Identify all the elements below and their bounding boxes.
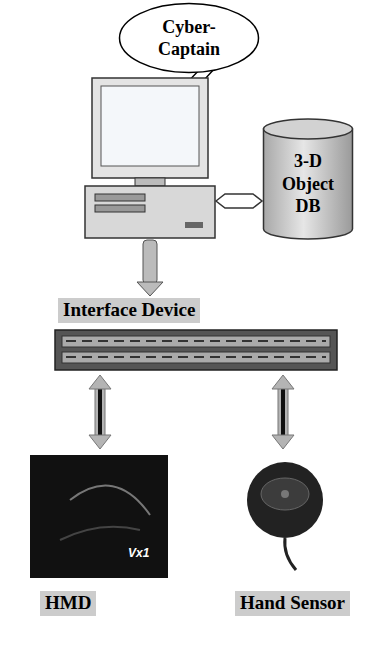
monitor-screen	[101, 86, 199, 166]
ellipse-outline	[120, 4, 259, 73]
sensor-face	[261, 478, 309, 510]
sensor-cord	[285, 538, 296, 570]
cylinder-body	[264, 129, 353, 239]
hmd-outline	[70, 486, 150, 515]
double-arrow	[272, 375, 294, 449]
hmd-outline	[60, 527, 140, 540]
hmd-photo	[30, 455, 168, 578]
drive-slot	[95, 194, 145, 201]
band-label: Interface Device	[58, 298, 200, 323]
cable	[143, 240, 157, 284]
device-node: Interface Device	[55, 296, 337, 372]
hmd-node: HMD	[28, 452, 170, 616]
pc-case	[85, 186, 215, 238]
db-link-arrow	[216, 194, 262, 208]
cloud-node: Cyber- Captain	[118, 2, 260, 74]
hand-sensor	[247, 462, 323, 538]
sensor-node: Hand Sensor	[232, 452, 350, 616]
monitor	[92, 78, 208, 178]
band-label: Hand Sensor	[235, 591, 350, 616]
monitor-stand	[135, 178, 165, 186]
brand-mark: Vx1	[128, 546, 149, 560]
ellipse-outline	[118, 2, 260, 74]
node-label: 3-D Object DB	[274, 150, 342, 218]
pc-button	[185, 222, 203, 228]
double-arrow	[89, 375, 111, 449]
node-label: Cyber- Captain	[149, 16, 229, 61]
port-pattern	[66, 341, 326, 357]
drive-slot	[95, 205, 145, 212]
interface-device	[55, 330, 337, 370]
sensor-dot	[281, 490, 289, 498]
band-label: HMD	[40, 591, 96, 616]
cylinder-top	[264, 119, 353, 139]
cable-head	[137, 282, 163, 296]
database-cylinder: 3-D Object DB	[262, 118, 354, 240]
